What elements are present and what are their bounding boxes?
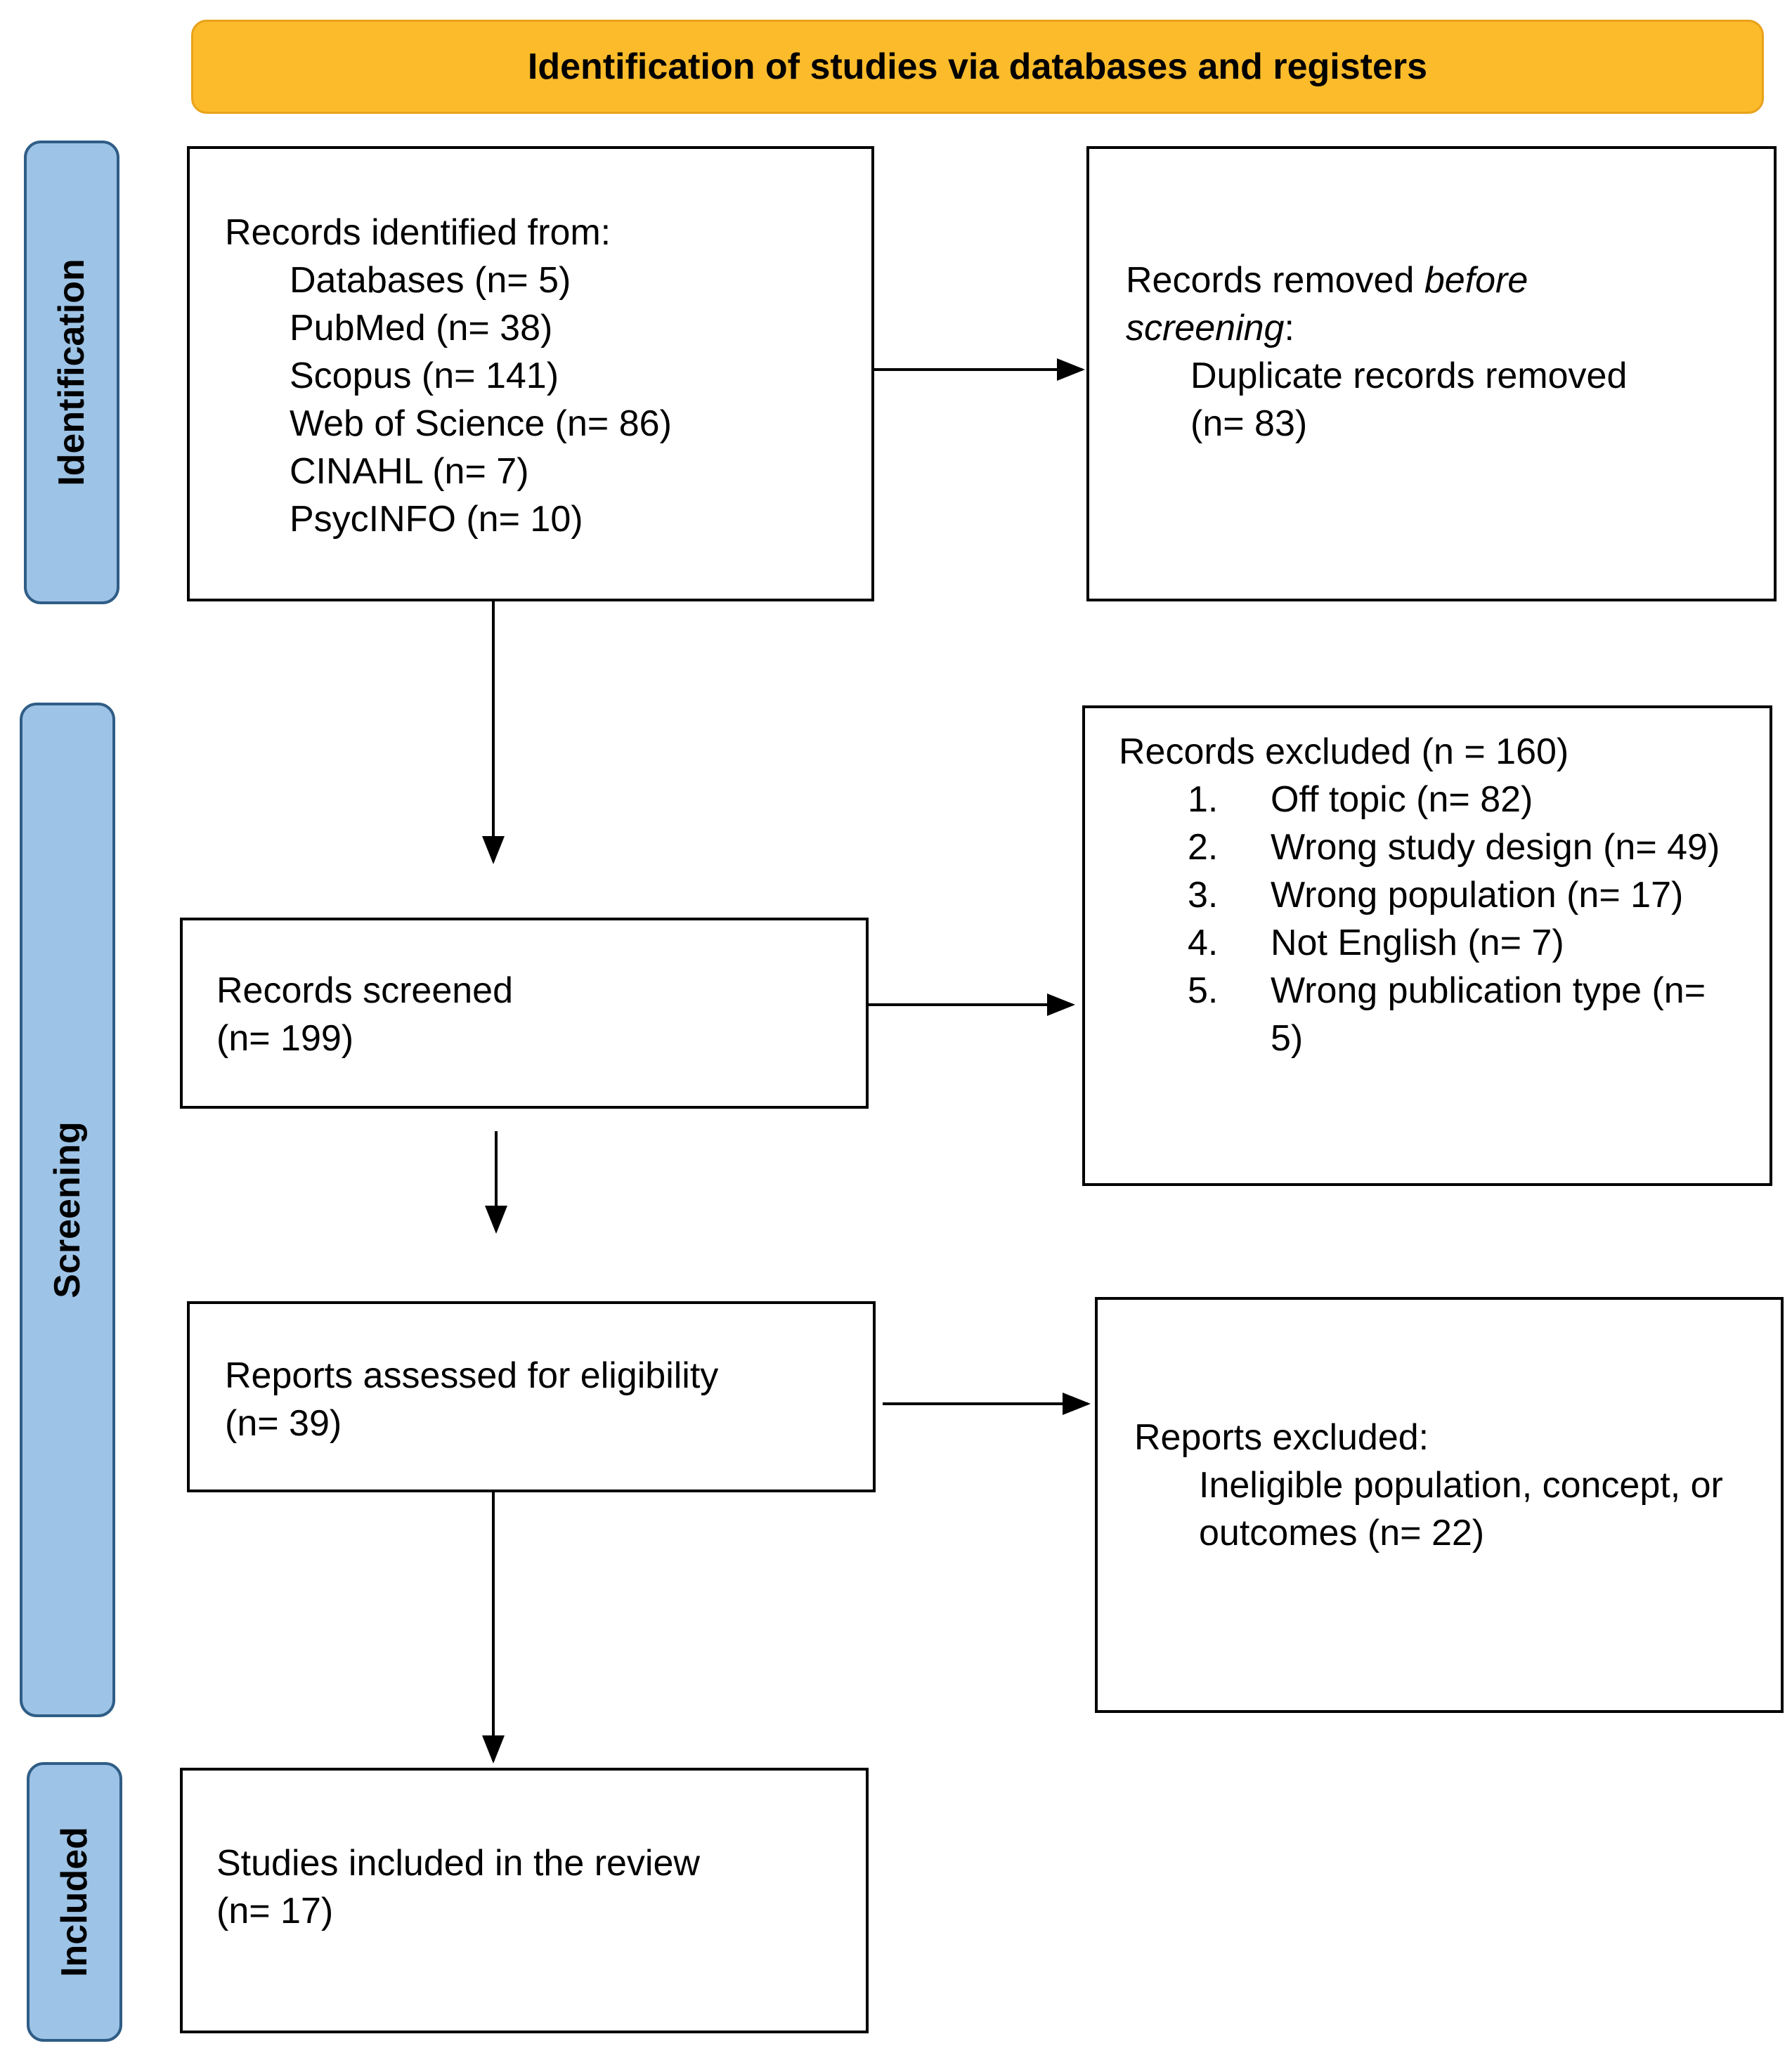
records-removed-box: Records removed before screening: Duplica… xyxy=(1086,146,1777,601)
phase-identification-label: Identification xyxy=(51,259,92,486)
exclusion-reason-number: 3. xyxy=(1188,875,1219,915)
records-removed-heading-italic-screening: screening xyxy=(1126,308,1285,348)
exclusion-reason-text: Wrong population (n= 17) xyxy=(1271,875,1684,915)
exclusion-reason-text: Not English (n= 7) xyxy=(1271,923,1564,963)
reports-assessed-box: Reports assessed for eligibility (n= 39) xyxy=(187,1301,876,1492)
exclusion-reason: 3. Wrong population (n= 17) xyxy=(1119,871,1741,919)
reports-excluded-detail: Ineligible population, concept, or outco… xyxy=(1199,1465,1723,1553)
records-identified-box: Records identified from: Databases (n= 5… xyxy=(187,146,874,601)
records-screened-count: (n= 199) xyxy=(216,1018,354,1059)
identification-header-banner: Identification of studies via databases … xyxy=(191,20,1764,114)
exclusion-reason: 1. Off topic (n= 82) xyxy=(1119,776,1741,823)
records-removed-heading-suffix: : xyxy=(1284,308,1294,348)
records-removed-heading: Records removed before screening: xyxy=(1126,256,1774,352)
duplicate-records-removed: Duplicate records removed xyxy=(1190,356,1628,396)
phase-screening: Screening xyxy=(20,703,115,1717)
source-pubmed: PubMed (n= 38) xyxy=(290,308,553,348)
exclusion-reason-text: Off topic (n= 82) xyxy=(1271,779,1533,820)
records-screened-label: Records screened xyxy=(216,970,513,1011)
studies-included-box: Studies included in the review (n= 17) xyxy=(180,1768,869,2033)
source-scopus: Scopus (n= 141) xyxy=(290,356,559,396)
studies-included-label: Studies included in the review xyxy=(216,1843,700,1884)
exclusion-reason-number: 2. xyxy=(1188,827,1219,868)
reports-assessed-count: (n= 39) xyxy=(225,1403,342,1444)
exclusion-reason-text: Wrong publication type (n= 5) xyxy=(1271,970,1706,1059)
exclusion-reason-text: Wrong study design (n= 49) xyxy=(1271,827,1720,868)
phase-screening-label: Screening xyxy=(47,1121,88,1298)
exclusion-reason-number: 5. xyxy=(1188,970,1219,1011)
exclusion-reason-number: 4. xyxy=(1188,923,1219,963)
records-screened-box: Records screened (n= 199) xyxy=(180,918,869,1109)
duplicate-records-count: (n= 83) xyxy=(1190,403,1308,444)
exclusion-reason: 5. Wrong publication type (n= 5) xyxy=(1119,967,1741,1062)
phase-included: Included xyxy=(27,1762,122,2042)
exclusion-reason-number: 1. xyxy=(1188,779,1219,820)
reports-assessed-label: Reports assessed for eligibility xyxy=(225,1355,719,1396)
records-identified-heading: Records identified from: xyxy=(225,212,611,253)
source-web-of-science: Web of Science (n= 86) xyxy=(290,403,672,444)
identification-header-title: Identification of studies via databases … xyxy=(527,46,1428,87)
records-excluded-box: Records excluded (n = 160) 1. Off topic … xyxy=(1082,705,1772,1186)
reports-excluded-heading: Reports excluded: xyxy=(1134,1417,1429,1458)
phase-identification: Identification xyxy=(24,141,119,604)
records-removed-heading-prefix: Records removed xyxy=(1126,260,1424,301)
source-databases: Databases (n= 5) xyxy=(290,260,571,301)
source-psycinfo: PsycINFO (n= 10) xyxy=(290,499,583,540)
exclusion-reason: 2. Wrong study design (n= 49) xyxy=(1119,823,1741,871)
source-cinahl: CINAHL (n= 7) xyxy=(290,451,529,492)
reports-excluded-box: Reports excluded: Ineligible population,… xyxy=(1095,1297,1784,1713)
phase-included-label: Included xyxy=(54,1827,95,1977)
studies-included-count: (n= 17) xyxy=(216,1891,334,1931)
records-removed-heading-italic-before: before xyxy=(1424,260,1528,301)
exclusion-reason: 4. Not English (n= 7) xyxy=(1119,919,1741,967)
records-excluded-heading: Records excluded (n = 160) xyxy=(1119,731,1569,772)
